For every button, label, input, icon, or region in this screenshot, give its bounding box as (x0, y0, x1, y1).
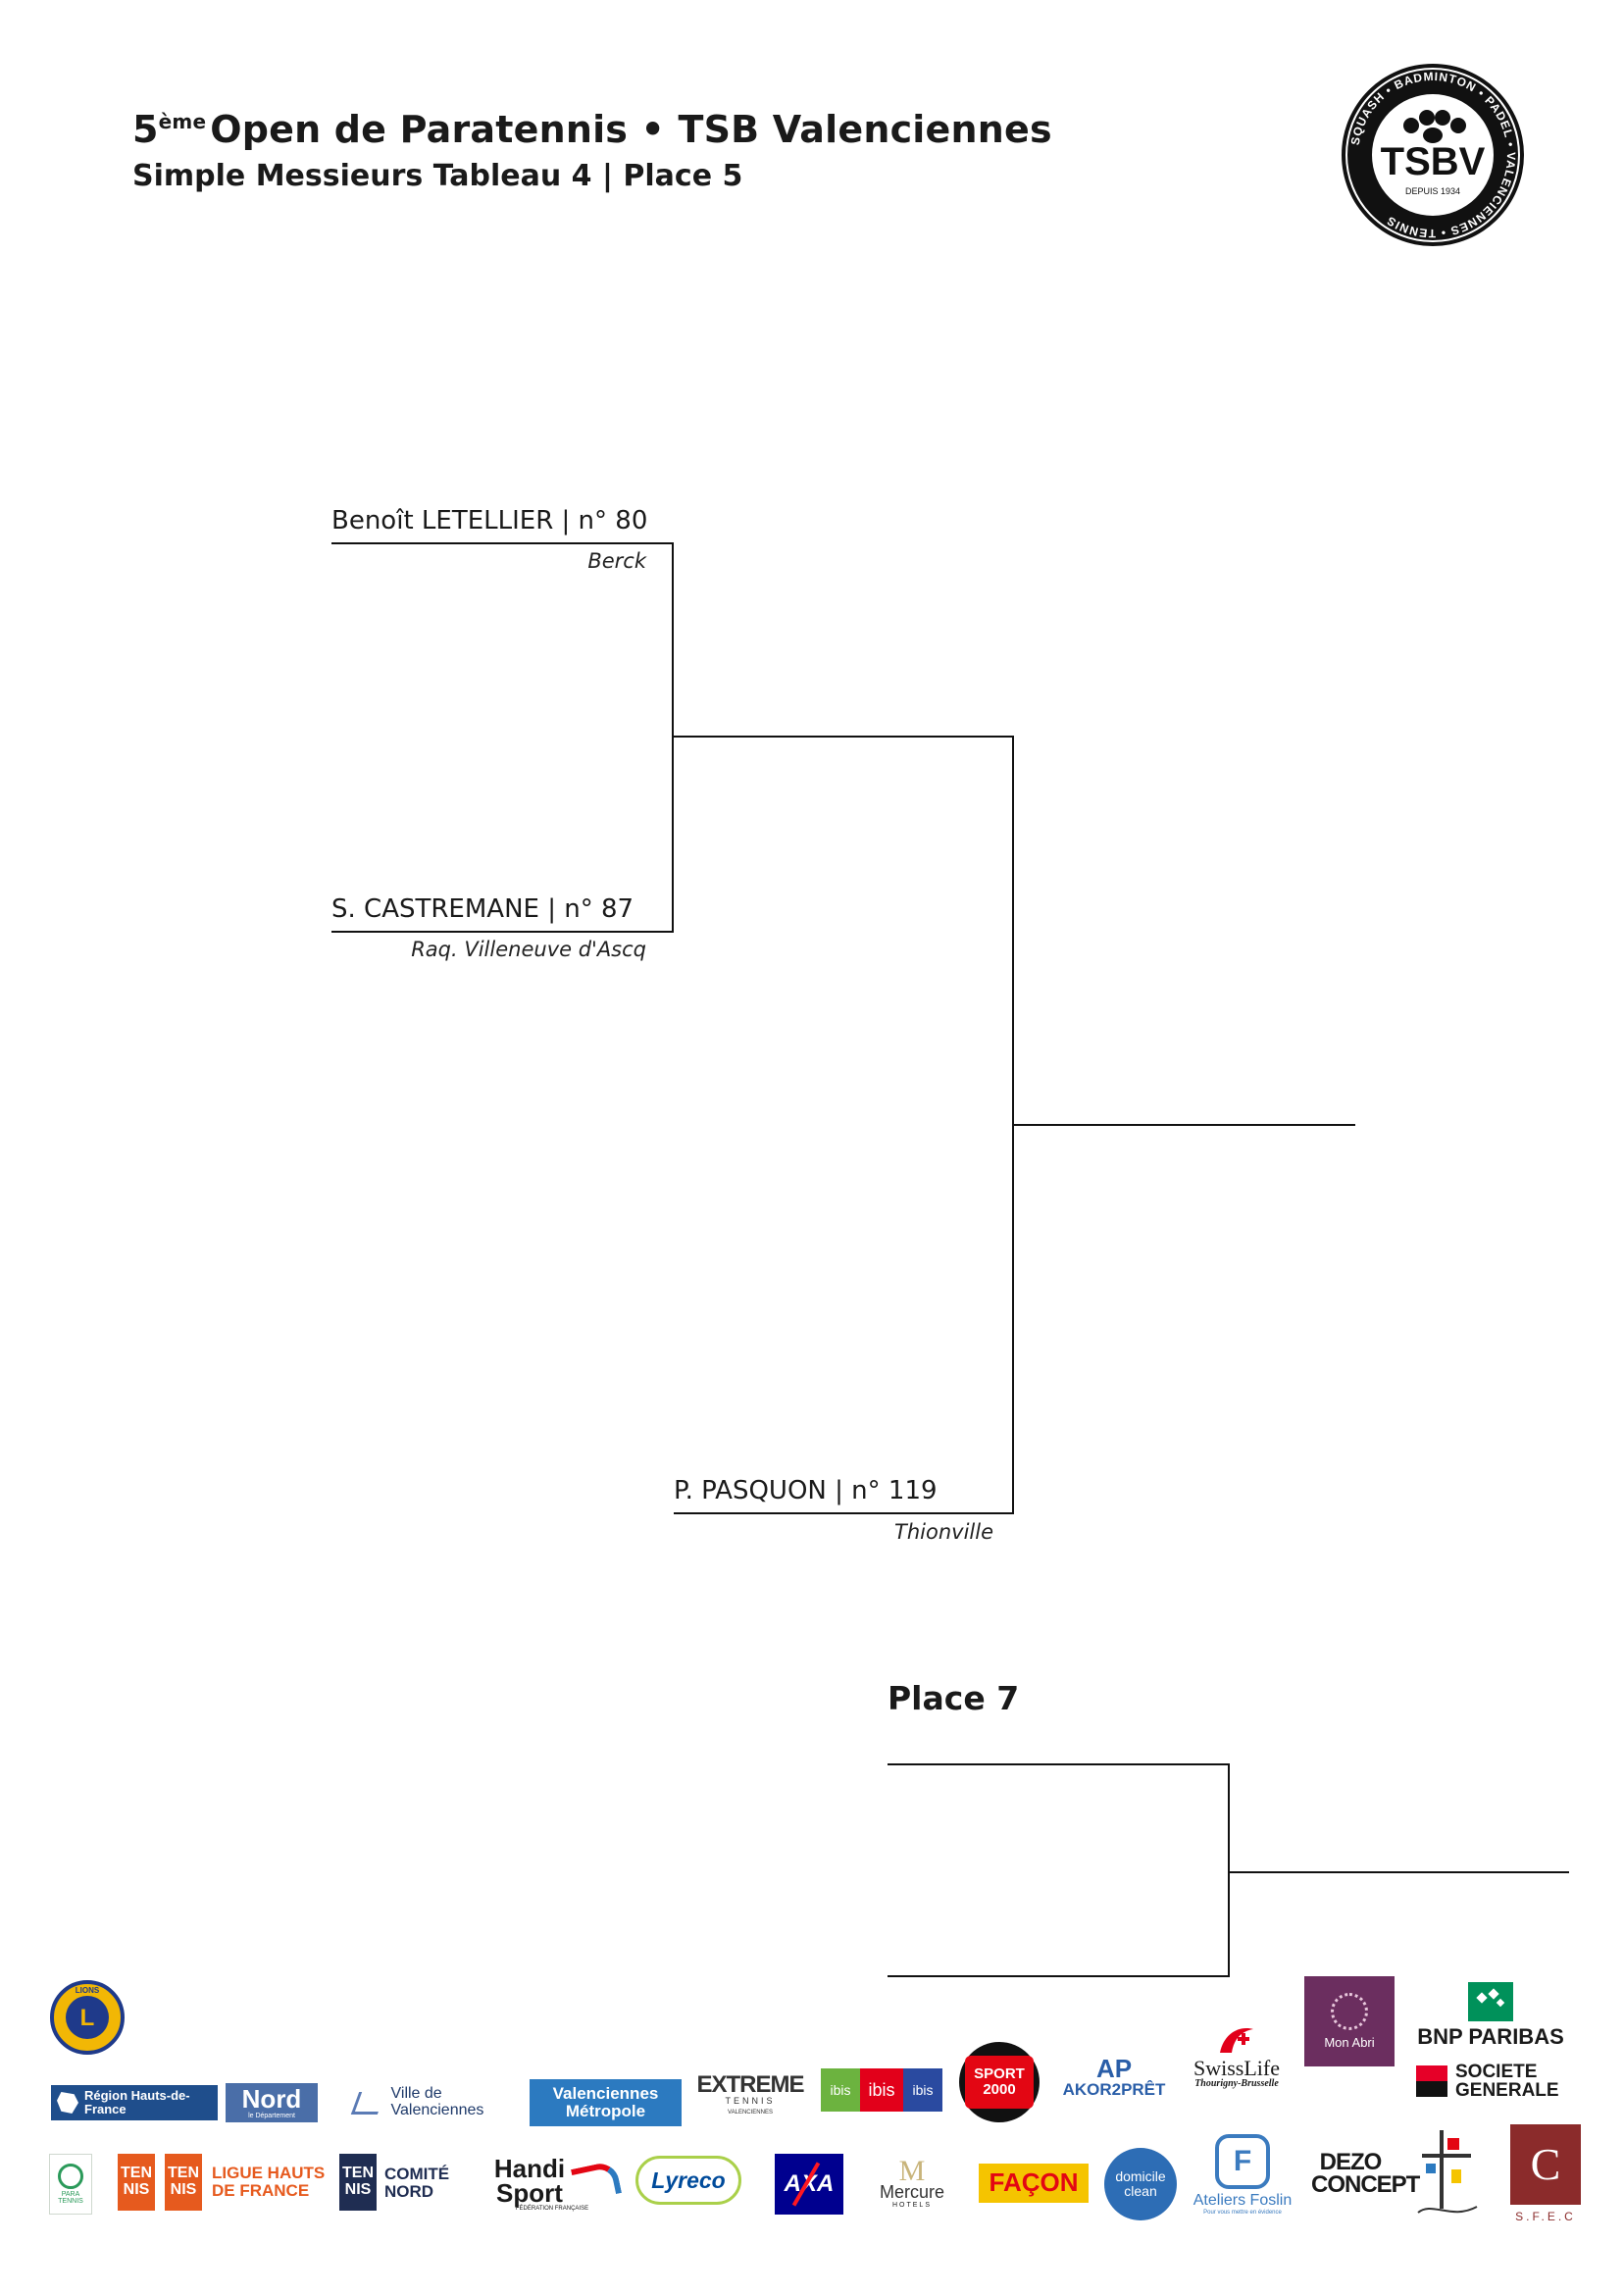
bracket-line-r1-winner (672, 736, 1014, 738)
player-club: Thionville (894, 1520, 993, 1544)
place7-line-top (888, 1763, 1230, 1765)
lyreco-logo: Lyreco (635, 2156, 741, 2205)
swisslife-icon (1220, 2028, 1253, 2054)
ville-icon (350, 2091, 385, 2115)
artwork-icon (1417, 2130, 1478, 2214)
tsbv-logo: TSBV DEPUIS 1934 SQUASH • BADMINTON • PA… (1339, 61, 1527, 249)
place7-line-winner (1228, 1871, 1569, 1873)
lions-logo: L LIONS (49, 1979, 126, 2056)
bnp-paribas-logo: BNP PARIBAS (1402, 1981, 1579, 2050)
player-club: Raq. Villeneuve d'Ascq (411, 938, 646, 961)
bracket-line-p1 (331, 542, 674, 544)
facon-logo: FAÇON (979, 2164, 1089, 2203)
societe-generale-logo: SOCIETE GENERALE (1412, 2062, 1589, 2101)
bracket-connector-r1 (672, 542, 674, 933)
domicile-clean-logo: domicile clean (1104, 2148, 1177, 2220)
svg-text:TSBV: TSBV (1381, 140, 1486, 183)
svg-text:L: L (80, 2005, 95, 2031)
akor-icon: AP (1095, 2054, 1133, 2084)
ten-nis-logo-1: TEN NIS (118, 2154, 155, 2211)
mon-abri-logo: Mon Abri (1304, 1976, 1395, 2066)
place7-heading: Place 7 (888, 1679, 1020, 1717)
ibis-budget-logo: ibis (903, 2068, 942, 2112)
player-name: Benoît LETELLIER | n° 80 (331, 506, 648, 535)
para-tennis-icon (58, 2163, 83, 2189)
ibis-styles-logo: ibis (821, 2068, 860, 2112)
svg-text:LIONS: LIONS (76, 1986, 100, 1995)
nord-logo: Nord le Département (226, 2083, 318, 2122)
region-hdf-logo: Région Hauts-de-France (51, 2085, 218, 2120)
handisport-logo: Handi Sport FÉDÉRATION FRANÇAISE (479, 2152, 626, 2217)
svg-text:DEPUIS 1934: DEPUIS 1934 (1405, 186, 1460, 196)
axa-logo: AXA (775, 2154, 843, 2215)
foslin-icon: F (1215, 2134, 1270, 2190)
ibis-hotel-logo: ibis (860, 2068, 903, 2112)
player-name: S. CASTREMANE | n° 87 (331, 894, 634, 924)
handisport-icon (570, 2160, 623, 2203)
dezo-concept-logo: DEZO CONCEPT (1311, 2149, 1420, 2198)
bracket-line-p2 (331, 931, 674, 933)
place7-line-bottom (888, 1975, 1230, 1977)
akor2pret-logo: AP AKOR2PRÊT (1062, 2054, 1166, 2100)
france-map-icon (57, 2092, 78, 2114)
lions-emblem-icon: L LIONS (50, 1980, 125, 2055)
ten-nis-logo-2: TEN NIS (165, 2154, 202, 2211)
bracket-line-winner (1012, 1124, 1355, 1126)
sfec-logo: C S.F.E.C (1506, 2118, 1585, 2228)
player-club: Berck (587, 549, 646, 573)
mercure-icon: M (898, 2154, 926, 2187)
draw-subtitle: Simple Messieurs Tableau 4 | Place 5 (132, 159, 743, 193)
ville-valenciennes-logo: Ville de Valenciennes (343, 2083, 510, 2122)
socgen-icon (1416, 2065, 1447, 2097)
place7-connector (1228, 1763, 1230, 1977)
ateliers-foslin-logo: F Ateliers Foslin Pour vous mettre en év… (1185, 2124, 1300, 2226)
swisslife-logo: SwissLife Thourigny-Brusselle (1182, 2018, 1292, 2095)
valenciennes-metropole-logo: Valenciennes Métropole (530, 2079, 682, 2126)
mercure-logo: M Mercure HOTELS (879, 2154, 944, 2209)
mon-abri-icon (1331, 1993, 1368, 2031)
comite-ten-nis-logo: TEN NIS (339, 2154, 377, 2211)
player-name: P. PASQUON | n° 119 (674, 1476, 938, 1505)
extreme-tennis-logo: EXTREME TENNIS VALENCIENNES (696, 2070, 804, 2116)
ligue-hdf-logo: LIGUE HAUTS DE FRANCE (212, 2164, 326, 2200)
comite-nord-logo: COMITÉ NORD (384, 2165, 450, 2201)
bnp-icon (1468, 1982, 1513, 2022)
para-tennis-logo: PARA TENNIS (49, 2154, 92, 2215)
artwork-logo (1412, 2124, 1483, 2224)
sfec-icon: C (1510, 2123, 1581, 2205)
sport2000-logo: SPORT 2000 (959, 2042, 1040, 2122)
tsbv-emblem-icon: TSBV DEPUIS 1934 SQUASH • BADMINTON • PA… (1342, 64, 1524, 246)
ibis-logo: ibis ibis ibis (820, 2067, 943, 2113)
bracket-line-p3 (674, 1512, 1014, 1514)
